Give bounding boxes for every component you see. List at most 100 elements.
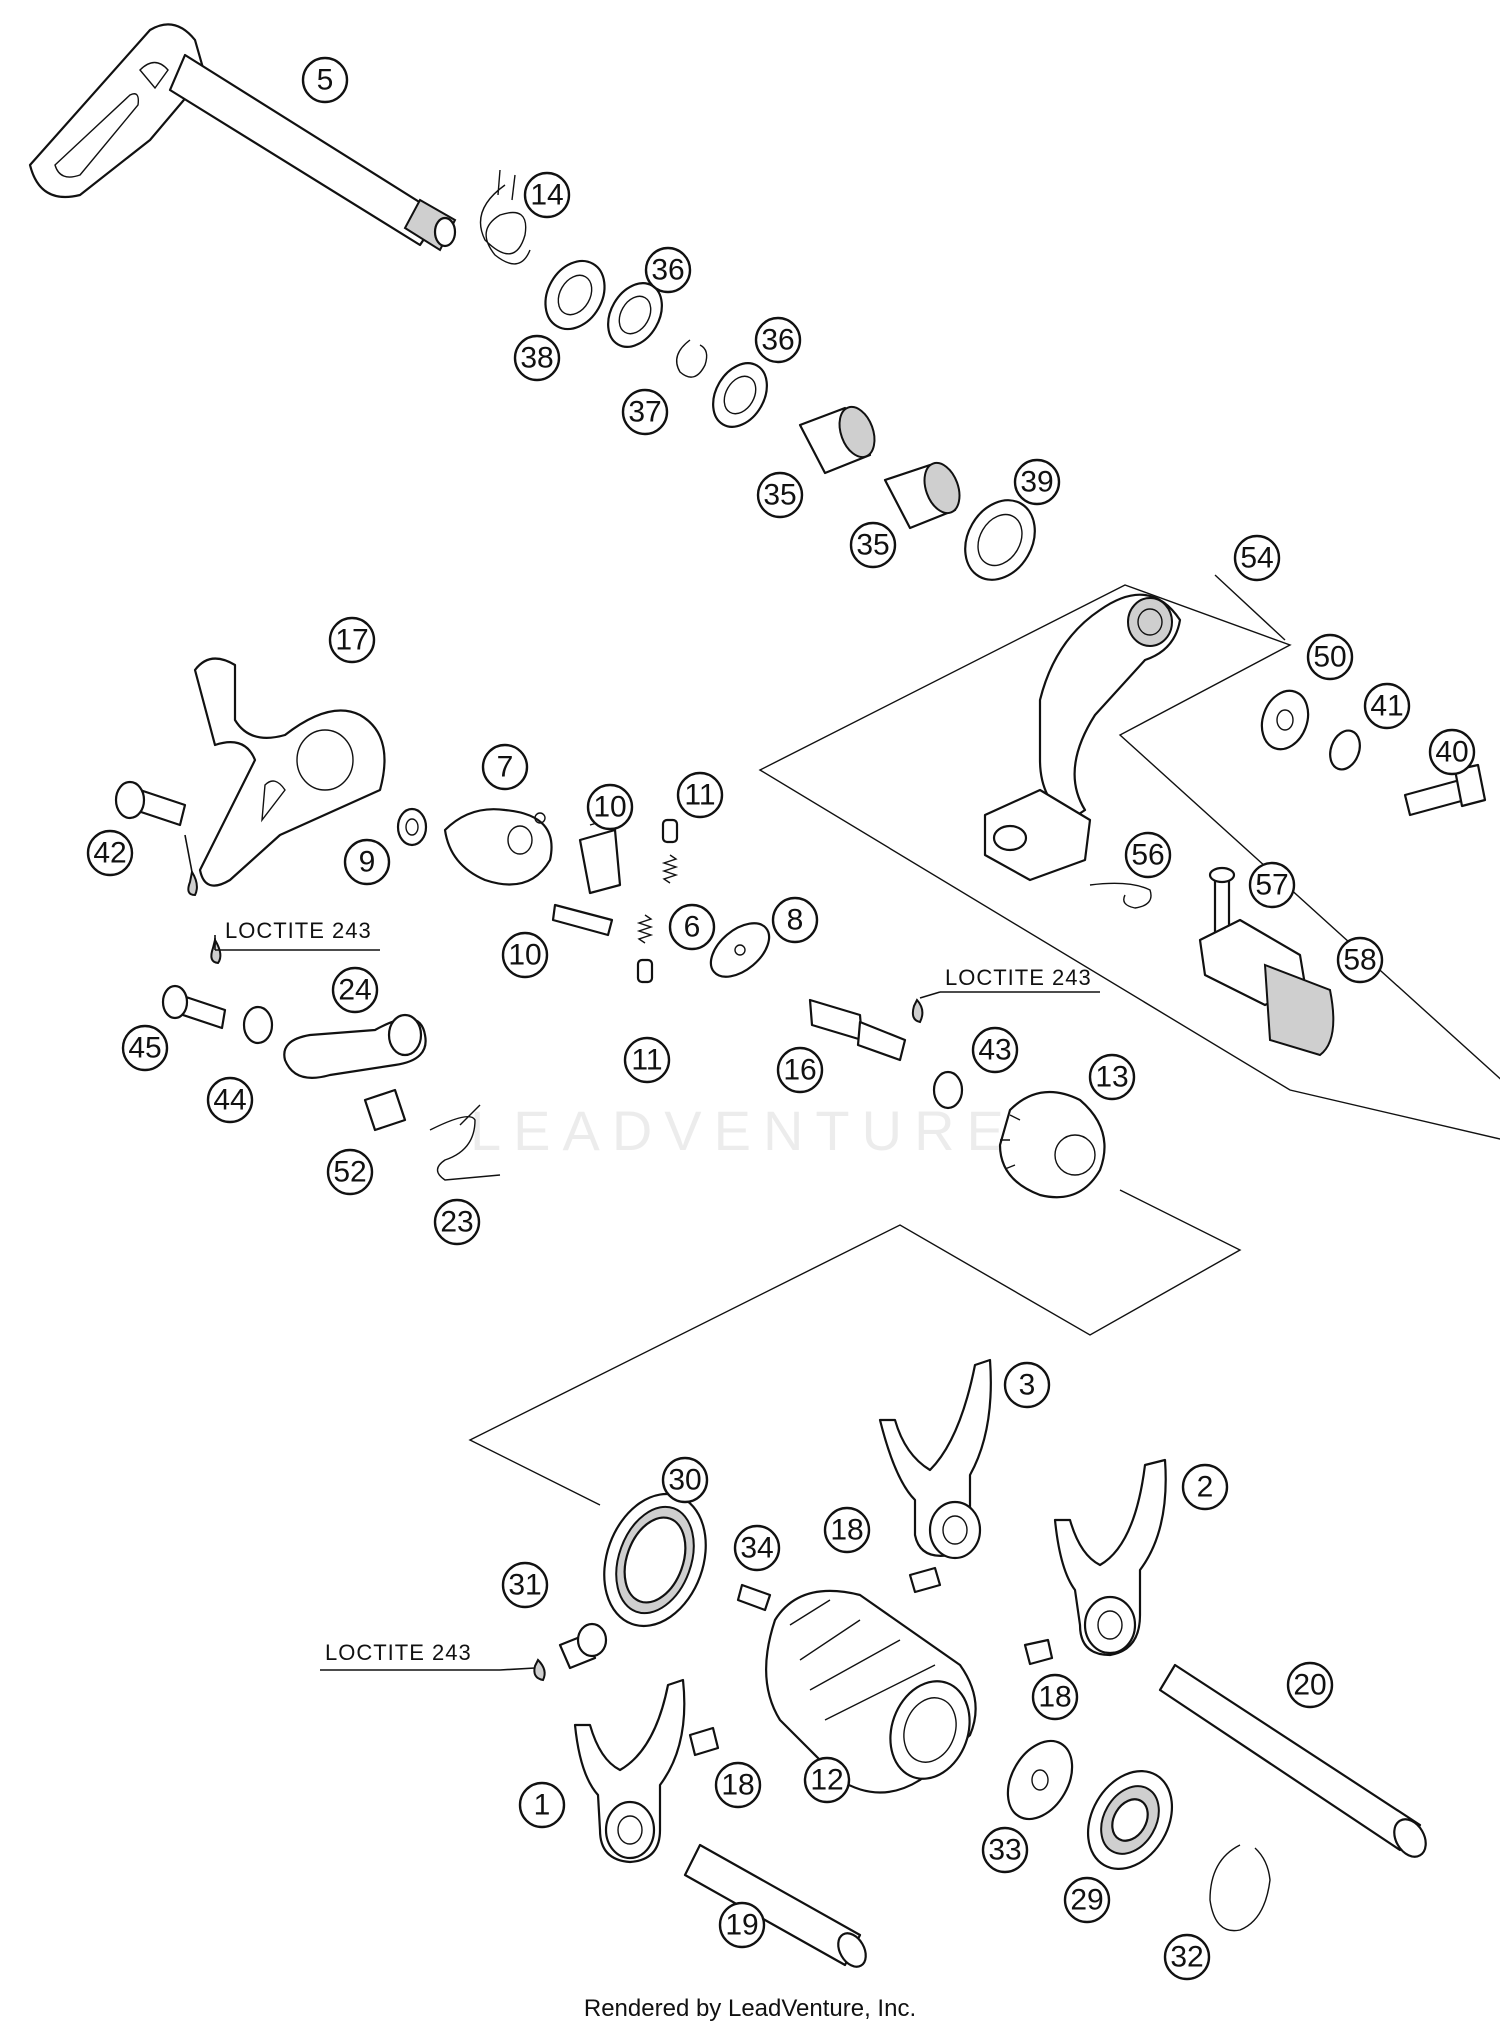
part-11-pin-bottom bbox=[636, 958, 654, 984]
svg-text:1: 1 bbox=[534, 1789, 551, 1822]
svg-text:56: 56 bbox=[1131, 839, 1164, 872]
svg-text:29: 29 bbox=[1070, 1884, 1103, 1917]
part-39-seal-ring bbox=[964, 499, 1036, 581]
svg-text:39: 39 bbox=[1020, 466, 1053, 499]
part-2-shift-fork bbox=[1053, 1458, 1167, 1657]
part-18-roller-a bbox=[908, 1566, 942, 1594]
watermark-text: LEADVENTURE bbox=[470, 1099, 1016, 1162]
svg-text:44: 44 bbox=[213, 1084, 246, 1117]
callout-35b: 35 bbox=[849, 521, 897, 569]
svg-text:7: 7 bbox=[497, 751, 514, 784]
svg-text:38: 38 bbox=[520, 342, 553, 375]
part-7-ratchet bbox=[443, 808, 553, 886]
svg-text:43: 43 bbox=[978, 1034, 1011, 1067]
svg-text:14: 14 bbox=[530, 179, 563, 212]
svg-text:2: 2 bbox=[1197, 1471, 1214, 1504]
callout-57: 57 bbox=[1248, 861, 1296, 909]
callout-17: 17 bbox=[328, 616, 376, 664]
part-32-circlip bbox=[1209, 1844, 1271, 1932]
part-37-circlip bbox=[676, 339, 708, 378]
callout-9: 9 bbox=[343, 838, 391, 886]
svg-text:6: 6 bbox=[684, 911, 701, 944]
svg-text:8: 8 bbox=[787, 904, 804, 937]
part-3-shift-fork bbox=[878, 1358, 992, 1560]
part-40-bolt bbox=[1403, 763, 1487, 817]
svg-text:LOCTITE 243: LOCTITE 243 bbox=[225, 918, 372, 943]
svg-text:16: 16 bbox=[783, 1054, 816, 1087]
part-13-shift-cam bbox=[998, 1090, 1106, 1199]
part-30-bearing bbox=[603, 1492, 707, 1628]
svg-text:11: 11 bbox=[684, 779, 715, 812]
svg-text:54: 54 bbox=[1240, 542, 1273, 575]
part-14-spring bbox=[479, 169, 531, 265]
svg-text:3: 3 bbox=[1019, 1369, 1036, 1402]
part-6-spring-top bbox=[661, 854, 679, 884]
svg-text:18: 18 bbox=[1038, 1681, 1071, 1714]
part-20-fork-shaft bbox=[1158, 1663, 1427, 1858]
part-18-roller-c bbox=[688, 1726, 720, 1757]
svg-text:18: 18 bbox=[830, 1514, 863, 1547]
svg-text:42: 42 bbox=[93, 837, 126, 870]
part-1-shift-fork bbox=[573, 1678, 686, 1864]
callout-16: 16 bbox=[776, 1046, 824, 1094]
loctite-drop-3 bbox=[911, 998, 924, 1024]
svg-text:12: 12 bbox=[810, 1764, 843, 1797]
callout-24: 24 bbox=[331, 966, 379, 1014]
part-41-lock-washer bbox=[1329, 729, 1361, 771]
part-12-shift-drum bbox=[765, 1589, 977, 1794]
svg-text:50: 50 bbox=[1313, 641, 1346, 674]
svg-text:58: 58 bbox=[1343, 944, 1376, 977]
callout-30: 30 bbox=[661, 1456, 709, 1504]
callout-6: 6 bbox=[668, 903, 716, 951]
callout-44: 44 bbox=[206, 1076, 254, 1124]
part-34-dowel-pin bbox=[736, 1583, 772, 1612]
callout-12: 12 bbox=[803, 1756, 851, 1804]
loctite-note-1: LOCTITE 243 bbox=[214, 918, 380, 951]
part-11-pin-top bbox=[661, 818, 679, 844]
part-38-washer bbox=[544, 259, 606, 331]
dashed-assembly-link bbox=[468, 1189, 1242, 1506]
svg-text:31: 31 bbox=[508, 1569, 541, 1602]
svg-text:LOCTITE 243: LOCTITE 243 bbox=[945, 965, 1092, 990]
part-10-pin bbox=[551, 903, 614, 937]
callout-43: 43 bbox=[971, 1026, 1019, 1074]
part-54-shift-lever bbox=[983, 593, 1182, 882]
part-5-shift-shaft bbox=[28, 23, 457, 252]
callout-14: 14 bbox=[523, 171, 571, 219]
part-33-washer bbox=[1006, 1739, 1074, 1821]
part-36-washer-a bbox=[607, 282, 663, 348]
svg-text:32: 32 bbox=[1170, 1941, 1203, 1974]
svg-text:40: 40 bbox=[1435, 736, 1468, 769]
loctite-note-2: LOCTITE 243 bbox=[919, 965, 1100, 999]
callout-54: 54 bbox=[1233, 534, 1281, 582]
callout-13: 13 bbox=[1088, 1053, 1136, 1101]
callout-37: 37 bbox=[621, 388, 669, 436]
callout-10a: 10 bbox=[586, 783, 634, 831]
svg-text:41: 41 bbox=[1370, 690, 1403, 723]
part-18-roller-b bbox=[1023, 1638, 1054, 1666]
svg-text:19: 19 bbox=[725, 1909, 758, 1942]
svg-text:36: 36 bbox=[761, 324, 794, 357]
callout-1: 1 bbox=[518, 1781, 566, 1829]
svg-text:13: 13 bbox=[1095, 1061, 1128, 1094]
part-16-stud-bolt bbox=[808, 998, 907, 1062]
callout-38: 38 bbox=[513, 334, 561, 382]
callout-8: 8 bbox=[771, 896, 819, 944]
part-29-ball-bearing bbox=[1086, 1770, 1174, 1870]
callout-18b: 18 bbox=[1031, 1673, 1079, 1721]
svg-text:11: 11 bbox=[631, 1044, 662, 1077]
callout-10b: 10 bbox=[501, 931, 549, 979]
part-44-washer bbox=[242, 1005, 274, 1045]
part-31-screw bbox=[558, 1622, 608, 1670]
svg-text:57: 57 bbox=[1255, 869, 1288, 902]
exploded-parts-diagram: LEADVENTURE bbox=[28, 23, 1500, 1981]
callout-3: 3 bbox=[1003, 1361, 1051, 1409]
svg-text:35: 35 bbox=[763, 479, 796, 512]
part-9-washer bbox=[396, 807, 428, 847]
part-23-spring bbox=[429, 1104, 501, 1181]
callout-58: 58 bbox=[1336, 936, 1384, 984]
callout-36b: 36 bbox=[754, 316, 802, 364]
part-52-roller bbox=[363, 1088, 407, 1132]
callout-36a: 36 bbox=[644, 246, 692, 294]
part-50-washer bbox=[1260, 689, 1310, 751]
